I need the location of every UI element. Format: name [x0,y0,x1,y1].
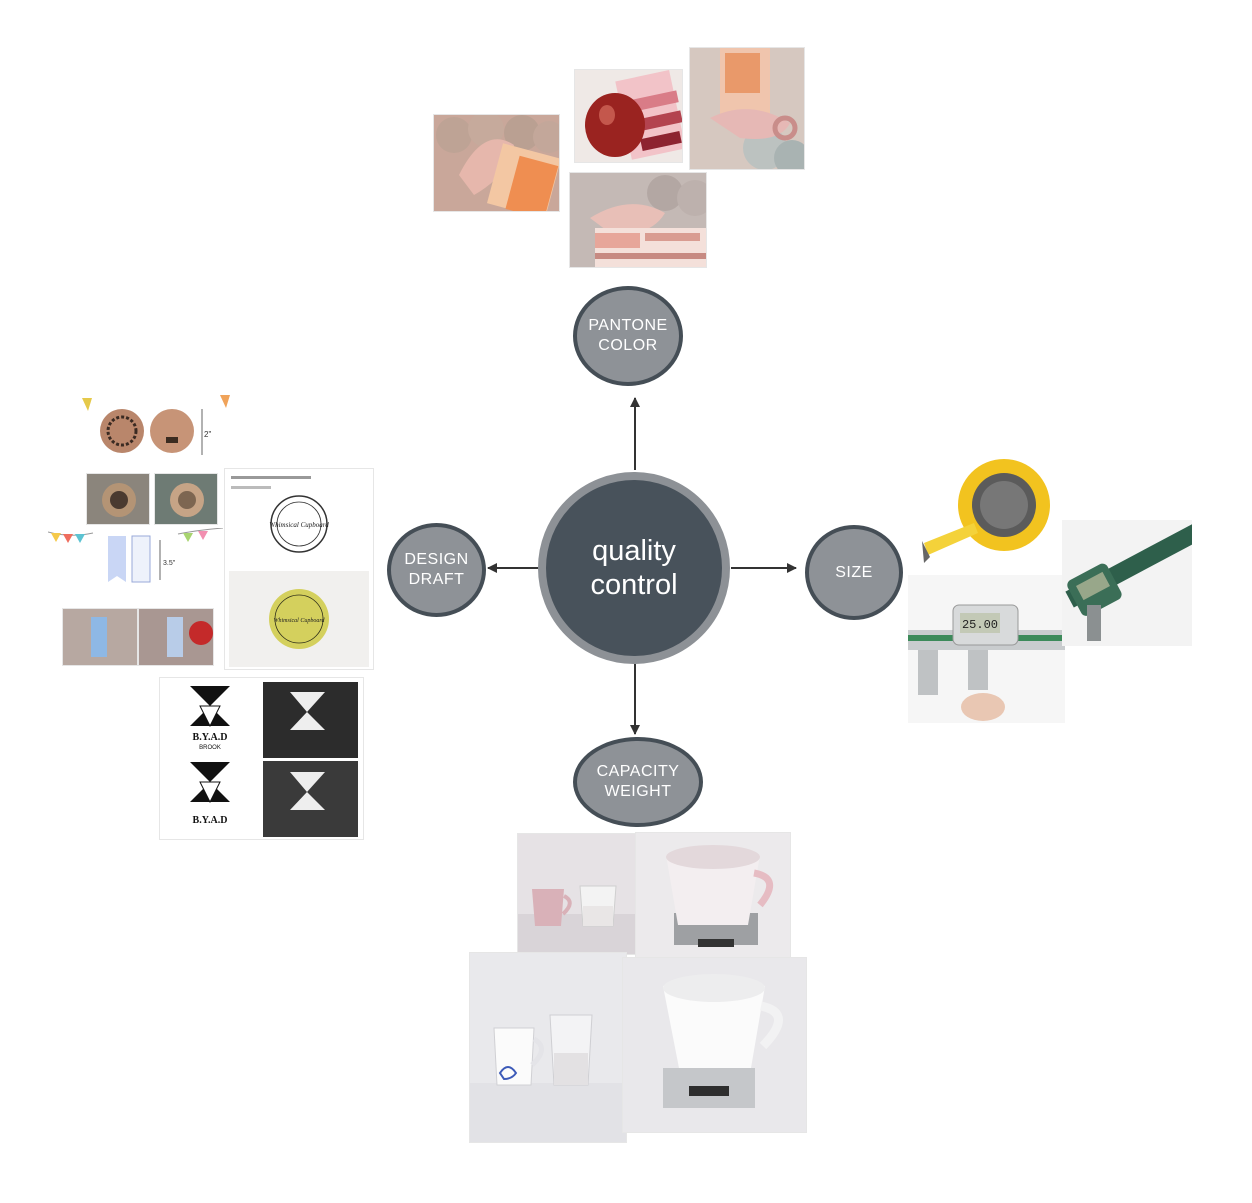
capacity-photo-1 [518,834,636,954]
capacity-photo-3 [470,953,626,1142]
quality-control-node: quality control [538,472,730,664]
capacity-weight-label: CAPACITY WEIGHT [596,763,680,800]
size-digital-caliper [1062,520,1192,646]
pantone-photo-1 [434,115,559,211]
caliper-reading: 25.00 [962,618,998,632]
design-tags-photo-3 [63,609,137,665]
pantone-color-node: PANTONE COLOR [573,286,683,386]
capacity-photo-2 [636,833,790,957]
tag-size-label: 2" [204,430,211,439]
size-tape-measure [914,443,1058,577]
pantone-color-label: PANTONE COLOR [588,317,668,354]
size-node: SIZE [805,525,903,620]
stamp-text-bottom: Whimsical Cupboard [274,618,326,624]
size-caliper-photo: 25.00 [908,575,1065,723]
design-tags-photo-1 [87,474,149,524]
design-draft-label: DESIGN DRAFT [404,551,469,588]
design-tags-flag: 3.5" [48,528,223,596]
quality-control-label: quality control [590,535,678,601]
size-label: SIZE [835,563,873,581]
capacity-weight-node: CAPACITY WEIGHT [573,737,703,827]
brand-name-1: B.Y.A.D [193,732,228,743]
capacity-photo-4 [623,958,806,1132]
brand-name-2: B.Y.A.D [193,815,228,826]
brand-sub-1: BROOK [199,745,221,751]
tag-size-label-2: 3.5" [163,560,176,567]
stamp-text-top: Whimsical Cupboard [269,521,329,529]
design-brand-logos: B.Y.A.D BROOK B.Y.A.D [160,678,363,839]
design-draft-node: DESIGN DRAFT [387,523,486,617]
design-tags-round: 2" [80,393,232,466]
pantone-photo-2 [575,70,682,162]
pantone-photo-4 [570,173,706,267]
pantone-photo-3 [690,48,804,169]
design-stamp-draft: Whimsical Cupboard Whimsical Cupboard [225,469,373,669]
design-tags-photo-2 [155,474,217,524]
design-tags-photo-4 [139,609,213,665]
